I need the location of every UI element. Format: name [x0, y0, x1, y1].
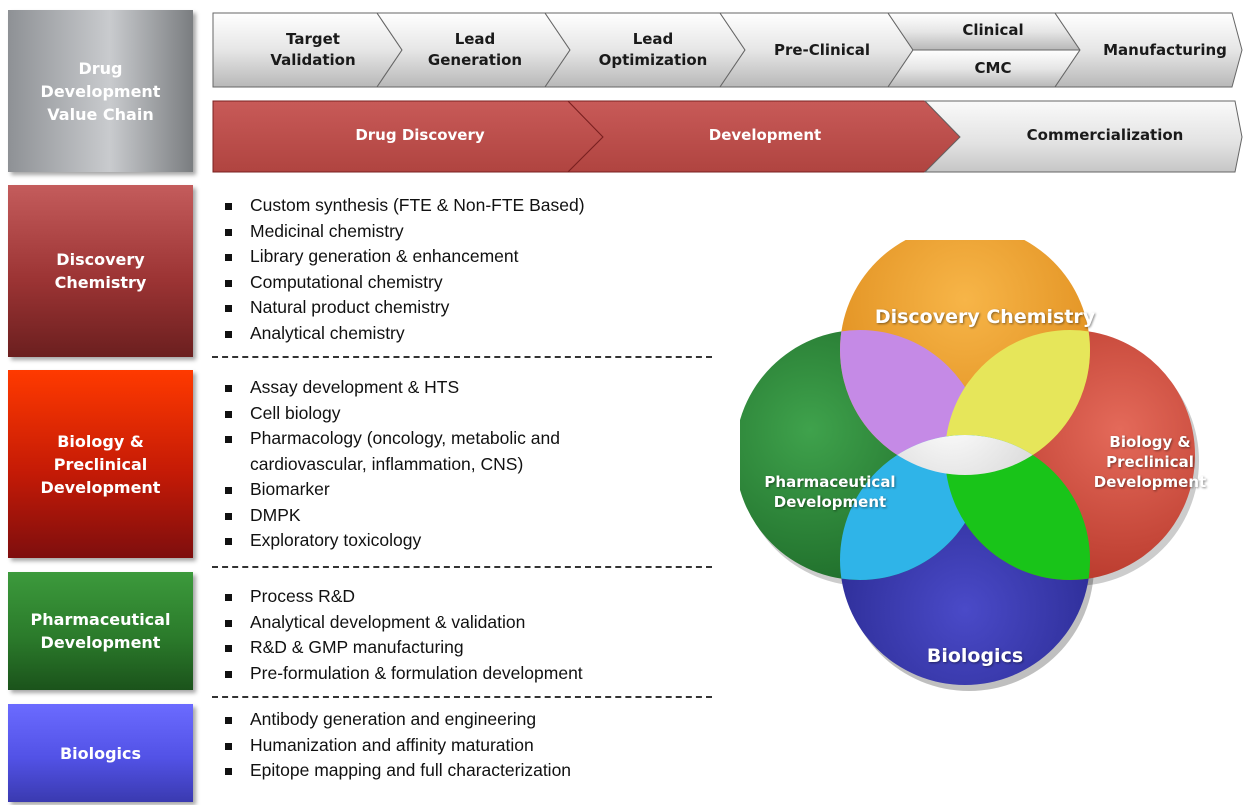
biologics-services-list: Antibody generation and engineering Huma…	[222, 707, 571, 784]
phase-commercialization: Commercialization	[1026, 126, 1184, 144]
list-item: R&D & GMP manufacturing	[222, 635, 583, 661]
list-item: Antibody generation and engineering	[222, 707, 571, 733]
capabilities-venn-diagram	[740, 240, 1199, 691]
section-divider	[212, 566, 712, 568]
value-chain-chevrons	[212, 12, 1243, 173]
list-item: Library generation & enhancement	[222, 244, 585, 270]
list-item: Process R&D	[222, 584, 583, 610]
list-item: Pharmacology (oncology, metabolic and ca…	[222, 426, 560, 477]
pharmaceutical-development-label: Pharmaceutical Development	[8, 572, 193, 690]
discovery-services-list: Custom synthesis (FTE & Non-FTE Based) M…	[222, 193, 585, 346]
list-item: Epitope mapping and full characterizatio…	[222, 758, 571, 784]
section-divider	[212, 356, 712, 358]
list-item: Humanization and affinity maturation	[222, 733, 571, 759]
stage-manufacturing-chevron	[1054, 12, 1243, 88]
list-item: Pre-formulation & formulation developmen…	[222, 661, 583, 687]
venn-center-overlap	[840, 435, 1090, 475]
list-item: Custom synthesis (FTE & Non-FTE Based)	[222, 193, 585, 219]
stage-manufacturing: Manufacturing	[1103, 41, 1227, 59]
biology-services-list: Assay development & HTS Cell biology Pha…	[222, 375, 560, 554]
stage-lead-generation: Lead Generation	[427, 30, 523, 69]
list-item: DMPK	[222, 503, 560, 529]
discovery-chemistry-label: Discovery Chemistry	[8, 185, 193, 357]
venn-label-biologics: Biologics	[926, 645, 1024, 667]
pharmaceutical-services-list: Process R&D Analytical development & val…	[222, 584, 583, 686]
venn-label-pharmaceutical: Pharmaceutical Development	[764, 473, 896, 511]
list-item: Assay development & HTS	[222, 375, 560, 401]
section-divider	[212, 696, 712, 698]
stage-target-validation: Target Validation	[270, 30, 356, 69]
list-item: Biomarker	[222, 477, 560, 503]
venn-label-biology: Biology & Preclinical Development	[1093, 433, 1207, 491]
biologics-label: Biologics	[8, 704, 193, 802]
venn-label-discovery: Discovery Chemistry	[874, 306, 1096, 328]
list-item: Cell biology	[222, 401, 560, 427]
list-item: Exploratory toxicology	[222, 528, 560, 554]
phase-commercialization-arrow	[923, 100, 1243, 173]
phase-development: Development	[708, 126, 822, 144]
stage-pre-clinical: Pre-Clinical	[773, 41, 871, 59]
phase-drug-discovery: Drug Discovery	[355, 126, 485, 144]
value-chain-label: Drug Development Value Chain	[8, 10, 193, 172]
list-item: Analytical chemistry	[222, 321, 585, 347]
list-item: Computational chemistry	[222, 270, 585, 296]
stage-lead-optimization: Lead Optimization	[598, 30, 708, 69]
list-item: Analytical development & validation	[222, 610, 583, 636]
biology-preclinical-label: Biology & Preclinical Development	[8, 370, 193, 558]
list-item: Natural product chemistry	[222, 295, 585, 321]
stage-clinical: Clinical	[962, 21, 1024, 39]
list-item: Medicinal chemistry	[222, 219, 585, 245]
stage-cmc: CMC	[974, 59, 1012, 77]
